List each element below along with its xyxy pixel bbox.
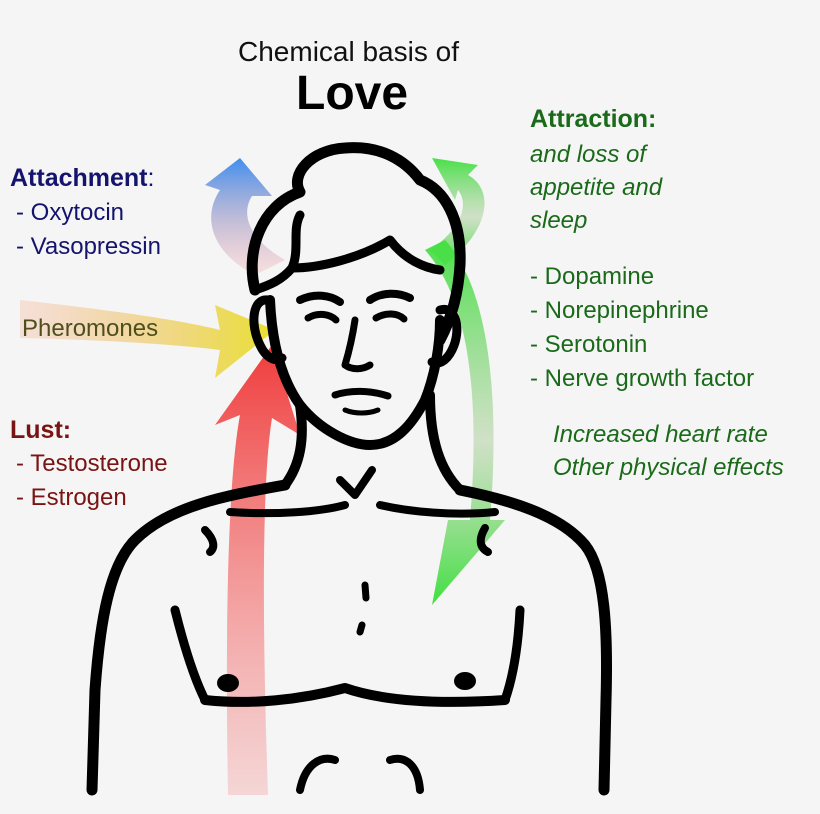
attraction-subtitle-line-1: and loss of <box>530 141 647 168</box>
attraction-subtitle-line-2: appetite and <box>530 174 663 201</box>
title-line-1: Chemical basis of <box>238 36 459 67</box>
attachment-heading: Attachment: <box>10 166 154 191</box>
attraction-item-dopamine: - Dopamine <box>530 263 655 290</box>
left-nipple <box>217 674 239 692</box>
attraction-item-norepinephrine: - Norepinephrine <box>530 297 709 324</box>
attachment-arrow <box>205 158 285 275</box>
pheromones-arrow <box>20 300 275 378</box>
attachment-colon: : <box>147 164 155 192</box>
pheromones-label: Pheromones <box>22 315 159 342</box>
attachment-item-oxytocin: - Oxytocin <box>16 199 125 226</box>
man-figure <box>86 142 613 796</box>
lust-item-testosterone: - Testosterone <box>16 450 168 477</box>
attachment-item-vasopressin: - Vasopressin <box>16 233 161 260</box>
attraction-heading: Attraction: <box>530 105 657 133</box>
title-line-2: Love <box>296 67 409 120</box>
right-nipple <box>454 672 476 690</box>
lust-arrow <box>215 345 300 795</box>
lust-item-estrogen: - Estrogen <box>16 484 127 511</box>
attraction-item-nerve-growth-factor: - Nerve growth factor <box>530 365 755 392</box>
attraction-item-serotonin: - Serotonin <box>530 331 648 358</box>
attraction-arrow <box>425 158 505 605</box>
lust-heading: Lust: <box>10 416 72 444</box>
effect-physical: Other physical effects <box>553 454 784 481</box>
attachment-heading-text: Attachment <box>10 164 148 192</box>
attraction-subtitle-line-3: sleep <box>530 207 588 234</box>
effect-heart-rate: Increased heart rate <box>553 421 768 448</box>
